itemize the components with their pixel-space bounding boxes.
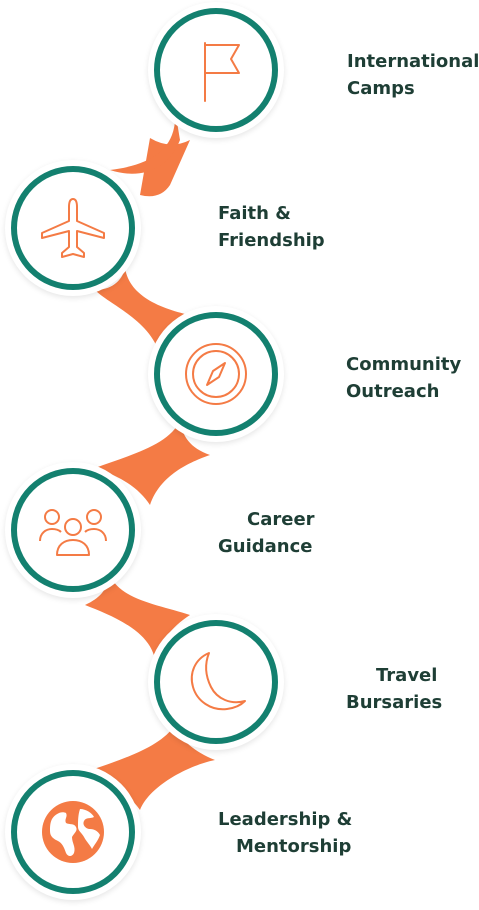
airplane-icon [41, 198, 105, 258]
step-label-line1: Travel [376, 665, 438, 686]
step-label-line1: Faith & [218, 203, 291, 224]
step-label-line1: International [347, 51, 479, 72]
step-label-travel-bursaries: Travel Bursaries [346, 662, 442, 716]
step-ring [154, 8, 278, 132]
step-label-community-outreach: Community Outreach [346, 351, 461, 405]
step-label-line2: Guidance [218, 536, 313, 557]
step-label-career-guidance: Career Guidance [218, 506, 315, 560]
step-node-leadership-mentorship [5, 764, 141, 900]
step-ring [11, 166, 135, 290]
compass-icon [185, 343, 247, 405]
step-ring [11, 468, 135, 592]
step-node-international-camps [148, 2, 284, 138]
connector-1 [140, 138, 190, 197]
step-label-line2: Bursaries [346, 692, 443, 713]
step-node-travel-bursaries [148, 614, 284, 750]
step-label-line1: Career [247, 509, 315, 530]
connector-5 [85, 725, 215, 810]
step-ring [154, 312, 278, 436]
step-label-line2: Camps [347, 78, 415, 99]
step-label-line1: Community [346, 354, 462, 375]
flag-icon [204, 42, 240, 102]
step-label-line2: Outreach [346, 381, 440, 402]
step-node-community-outreach [148, 306, 284, 442]
step-label-leadership-mentorship: Leadership & Mentorship [218, 806, 352, 860]
step-label-line2: Friendship [218, 230, 325, 251]
step-ring [154, 620, 278, 744]
step-label-faith-friendship: Faith & Friendship [218, 200, 325, 254]
people-group-icon [39, 509, 107, 556]
crescent-moon-icon [190, 652, 246, 711]
step-label-line1: Leadership & [218, 809, 353, 830]
step-label-line2: Mentorship [236, 836, 352, 857]
step-node-faith-friendship [5, 160, 141, 296]
connector-3 [95, 420, 210, 505]
step-node-career-guidance [5, 462, 141, 598]
globe-icon [42, 801, 104, 863]
connector-1b [110, 110, 180, 174]
step-label-international-camps: International Camps [347, 48, 479, 102]
